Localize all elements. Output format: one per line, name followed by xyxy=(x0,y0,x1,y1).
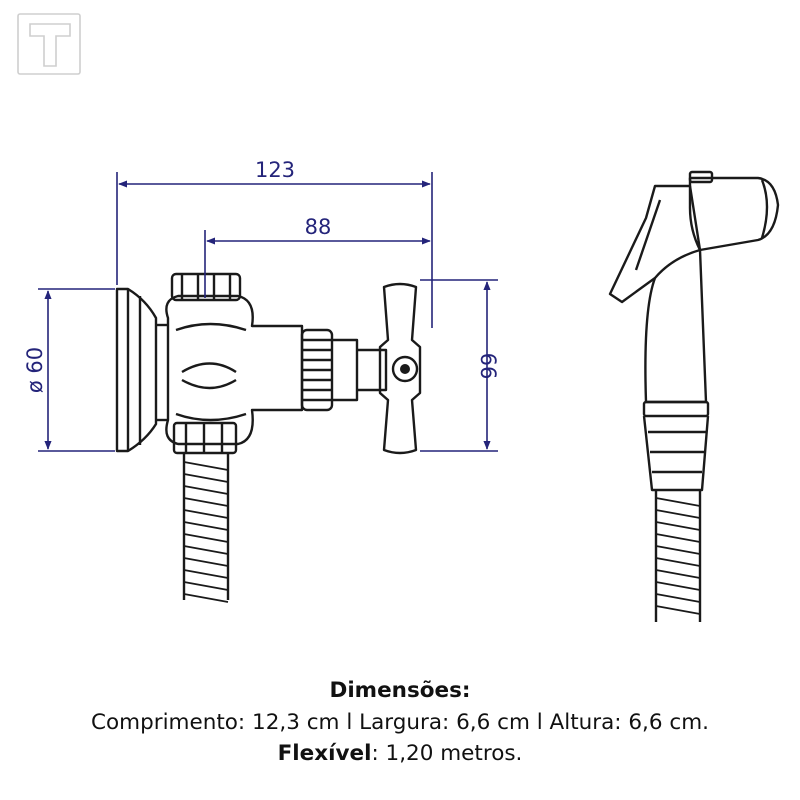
caption-title: Dimensões: xyxy=(0,676,800,706)
caption-hose-value: : 1,20 metros. xyxy=(371,741,523,766)
caption-title-text: Dimensões: xyxy=(329,678,471,703)
dimension-length-overall: 123 xyxy=(255,158,295,182)
caption-hose-label: Flexível xyxy=(277,741,372,766)
dimension-length-partial: 88 xyxy=(305,215,332,239)
caption-dimensions-line: Comprimento: 12,3 cm l Largura: 6,6 cm l… xyxy=(90,710,709,735)
caption-hose-line: Flexível: 1,20 metros. xyxy=(0,739,800,769)
valve-drawing xyxy=(115,272,422,603)
dimension-height: 66 xyxy=(476,353,500,380)
brand-logo xyxy=(17,13,81,75)
dimension-diameter: ø 60 xyxy=(23,347,47,393)
dimension-lines xyxy=(38,172,498,452)
spray-head-drawing xyxy=(608,170,780,622)
